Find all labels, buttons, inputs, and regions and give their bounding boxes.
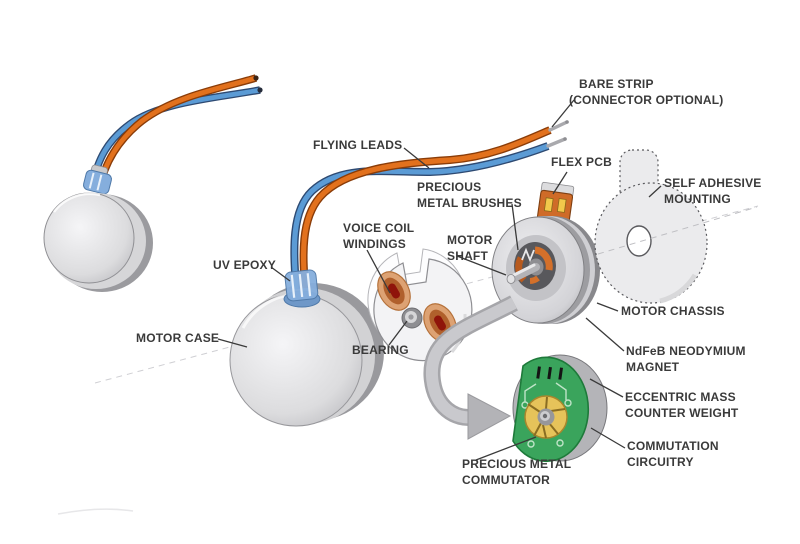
leader-bearing (388, 320, 408, 346)
label-bare-strip: BARE STRIP (CONNECTOR OPTIONAL) (569, 77, 724, 107)
leader-lines (217, 99, 662, 461)
label-precious-metal-commutator: PRECIOUS METAL COMMUTATOR (462, 457, 572, 487)
ground-swoosh (57, 508, 134, 515)
leader-uv-epoxy (270, 266, 291, 282)
label-bearing: BEARING (352, 343, 409, 357)
label-motor-shaft: MOTOR SHAFT (447, 233, 493, 263)
leader-motor-case (217, 338, 248, 348)
label-flex-pcb: FLEX PCB (551, 155, 612, 169)
assembled-wire-blue (89, 87, 261, 187)
label-uv-epoxy: UV EPOXY (213, 258, 276, 272)
voice-coil-winding-upper (377, 271, 411, 311)
precious-metal-commutator-part (524, 395, 568, 439)
flying-lead-orange (300, 127, 552, 289)
label-ndfeb-magnet: NdFeB NEODYMIUM MAGNET (626, 344, 746, 374)
self-adhesive-mounting-part (594, 149, 758, 304)
pcb-contact-bars (536, 366, 563, 380)
leader-commutator (475, 436, 537, 461)
commutation-pcb-part (512, 356, 590, 463)
label-commutation-circuitry: COMMUTATION CIRCUITRY (627, 439, 719, 469)
leader-eccentric (589, 378, 624, 398)
leader-commutation (590, 427, 626, 449)
leader-mounting (648, 185, 662, 198)
assembled-wire-orange (97, 75, 257, 189)
leader-chassis (596, 302, 619, 312)
leader-flex-pcb (552, 171, 568, 195)
motor-chassis-part (491, 216, 600, 324)
motor-case-part (229, 283, 384, 427)
leader-bare-strip (551, 99, 575, 128)
leader-motor-shaft (456, 255, 507, 276)
label-voice-coil-windings: VOICE COIL WINDINGS (343, 221, 415, 251)
assembled-motor (43, 74, 263, 292)
precious-metal-brushes-part (515, 246, 553, 284)
label-flying-leads: FLYING LEADS (313, 138, 403, 152)
label-motor-case: MOTOR CASE (136, 331, 220, 345)
leader-ndfeb (585, 317, 625, 352)
bearing-part (401, 307, 423, 329)
label-motor-chassis: MOTOR CHASSIS (621, 304, 725, 318)
assembled-motor-grommet (83, 164, 112, 195)
pcb-traces (521, 382, 572, 448)
mounting-hole (626, 225, 652, 257)
motor-shaft-part (506, 263, 540, 284)
label-eccentric-mass: ECCENTRIC MASS COUNTER WEIGHT (625, 390, 739, 420)
label-precious-metal-brushes: PRECIOUS METAL BRUSHES (417, 180, 522, 210)
flying-leads-wires (290, 120, 569, 290)
rotation-arrow (423, 295, 518, 440)
label-self-adhesive-mounting: SELF ADHESIVE MOUNTING (664, 176, 762, 206)
uv-epoxy-grommet (283, 269, 321, 308)
leader-voice-coil (366, 249, 391, 294)
leader-brushes (511, 203, 519, 251)
leader-flying-leads (403, 147, 430, 169)
